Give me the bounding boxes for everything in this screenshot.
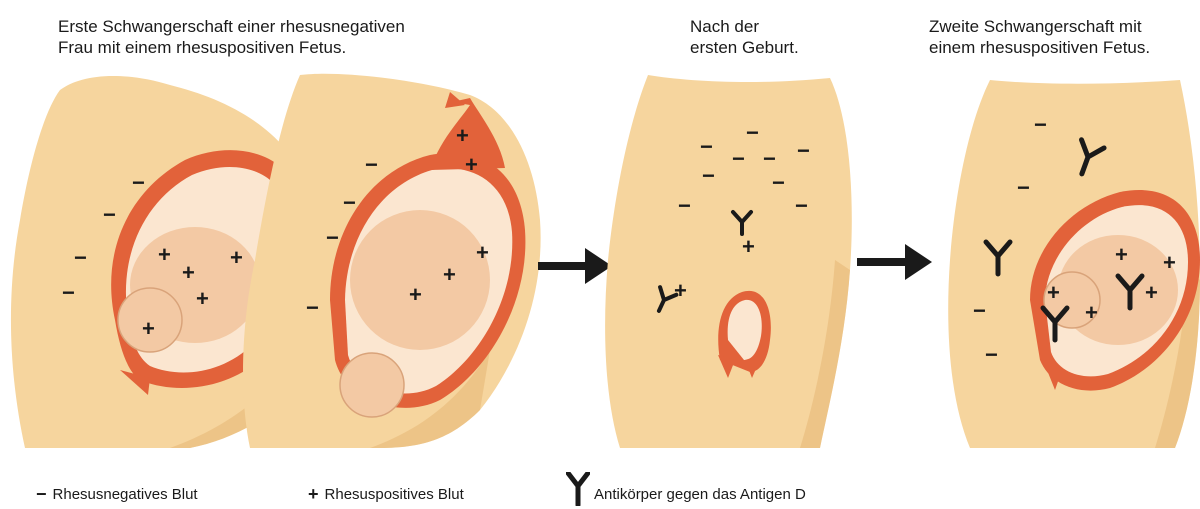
svg-text:+: + bbox=[409, 282, 422, 307]
svg-text:+: + bbox=[456, 123, 469, 148]
legend-plus-symbol: + bbox=[308, 484, 319, 505]
arrow-to-after-birth bbox=[538, 248, 612, 284]
legend-minus-symbol: − bbox=[36, 484, 47, 505]
svg-text:+: + bbox=[1163, 250, 1176, 275]
panel-first-pregnancy: −−−− −−−− +++++ +++++ bbox=[11, 74, 541, 448]
svg-text:−: − bbox=[732, 146, 745, 171]
svg-text:−: − bbox=[797, 138, 810, 163]
svg-text:−: − bbox=[132, 170, 145, 195]
fetus-late bbox=[350, 210, 490, 350]
svg-text:−: − bbox=[1017, 175, 1030, 200]
legend-positive-label: Rhesuspositives Blut bbox=[325, 486, 464, 503]
svg-text:+: + bbox=[1047, 280, 1060, 305]
panel-second-pregnancy: −−−− +++++ bbox=[948, 80, 1200, 448]
legend-positive-blood: + Rhesuspositives Blut bbox=[308, 483, 464, 505]
svg-text:−: − bbox=[702, 163, 715, 188]
legend-negative-label: Rhesusnegatives Blut bbox=[53, 486, 198, 503]
svg-text:−: − bbox=[343, 190, 356, 215]
svg-text:−: − bbox=[700, 134, 713, 159]
legend-antibody: Antikörper gegen das Antigen D bbox=[566, 470, 806, 506]
svg-text:−: − bbox=[795, 193, 808, 218]
svg-text:+: + bbox=[742, 234, 755, 259]
antibody-icon bbox=[566, 472, 590, 506]
svg-text:−: − bbox=[678, 193, 691, 218]
legend-negative-blood: − Rhesusnegatives Blut bbox=[36, 483, 198, 505]
fetus-late-head bbox=[340, 353, 404, 417]
svg-text:+: + bbox=[465, 152, 478, 177]
svg-text:−: − bbox=[103, 202, 116, 227]
svg-text:+: + bbox=[196, 286, 209, 311]
svg-text:+: + bbox=[1115, 242, 1128, 267]
svg-text:−: − bbox=[306, 295, 319, 320]
svg-text:+: + bbox=[230, 245, 243, 270]
svg-text:+: + bbox=[142, 316, 155, 341]
svg-text:−: − bbox=[772, 170, 785, 195]
legend-antibody-label: Antikörper gegen das Antigen D bbox=[594, 486, 806, 506]
svg-text:+: + bbox=[158, 242, 171, 267]
arrow-to-second-pregnancy bbox=[857, 244, 932, 280]
svg-text:−: − bbox=[763, 146, 776, 171]
svg-text:−: − bbox=[1034, 112, 1047, 137]
svg-text:+: + bbox=[182, 260, 195, 285]
svg-text:−: − bbox=[746, 120, 759, 145]
svg-text:+: + bbox=[476, 240, 489, 265]
svg-text:−: − bbox=[365, 152, 378, 177]
svg-text:−: − bbox=[326, 225, 339, 250]
svg-text:+: + bbox=[1085, 300, 1098, 325]
svg-text:−: − bbox=[985, 342, 998, 367]
svg-text:+: + bbox=[443, 262, 456, 287]
torso-after-birth bbox=[605, 75, 852, 448]
svg-text:−: − bbox=[74, 245, 87, 270]
svg-text:+: + bbox=[1145, 280, 1158, 305]
svg-text:−: − bbox=[62, 280, 75, 305]
svg-text:−: − bbox=[973, 298, 986, 323]
svg-text:+: + bbox=[674, 278, 687, 303]
panel-after-birth: −−−−− −−−− ++ bbox=[605, 75, 852, 448]
